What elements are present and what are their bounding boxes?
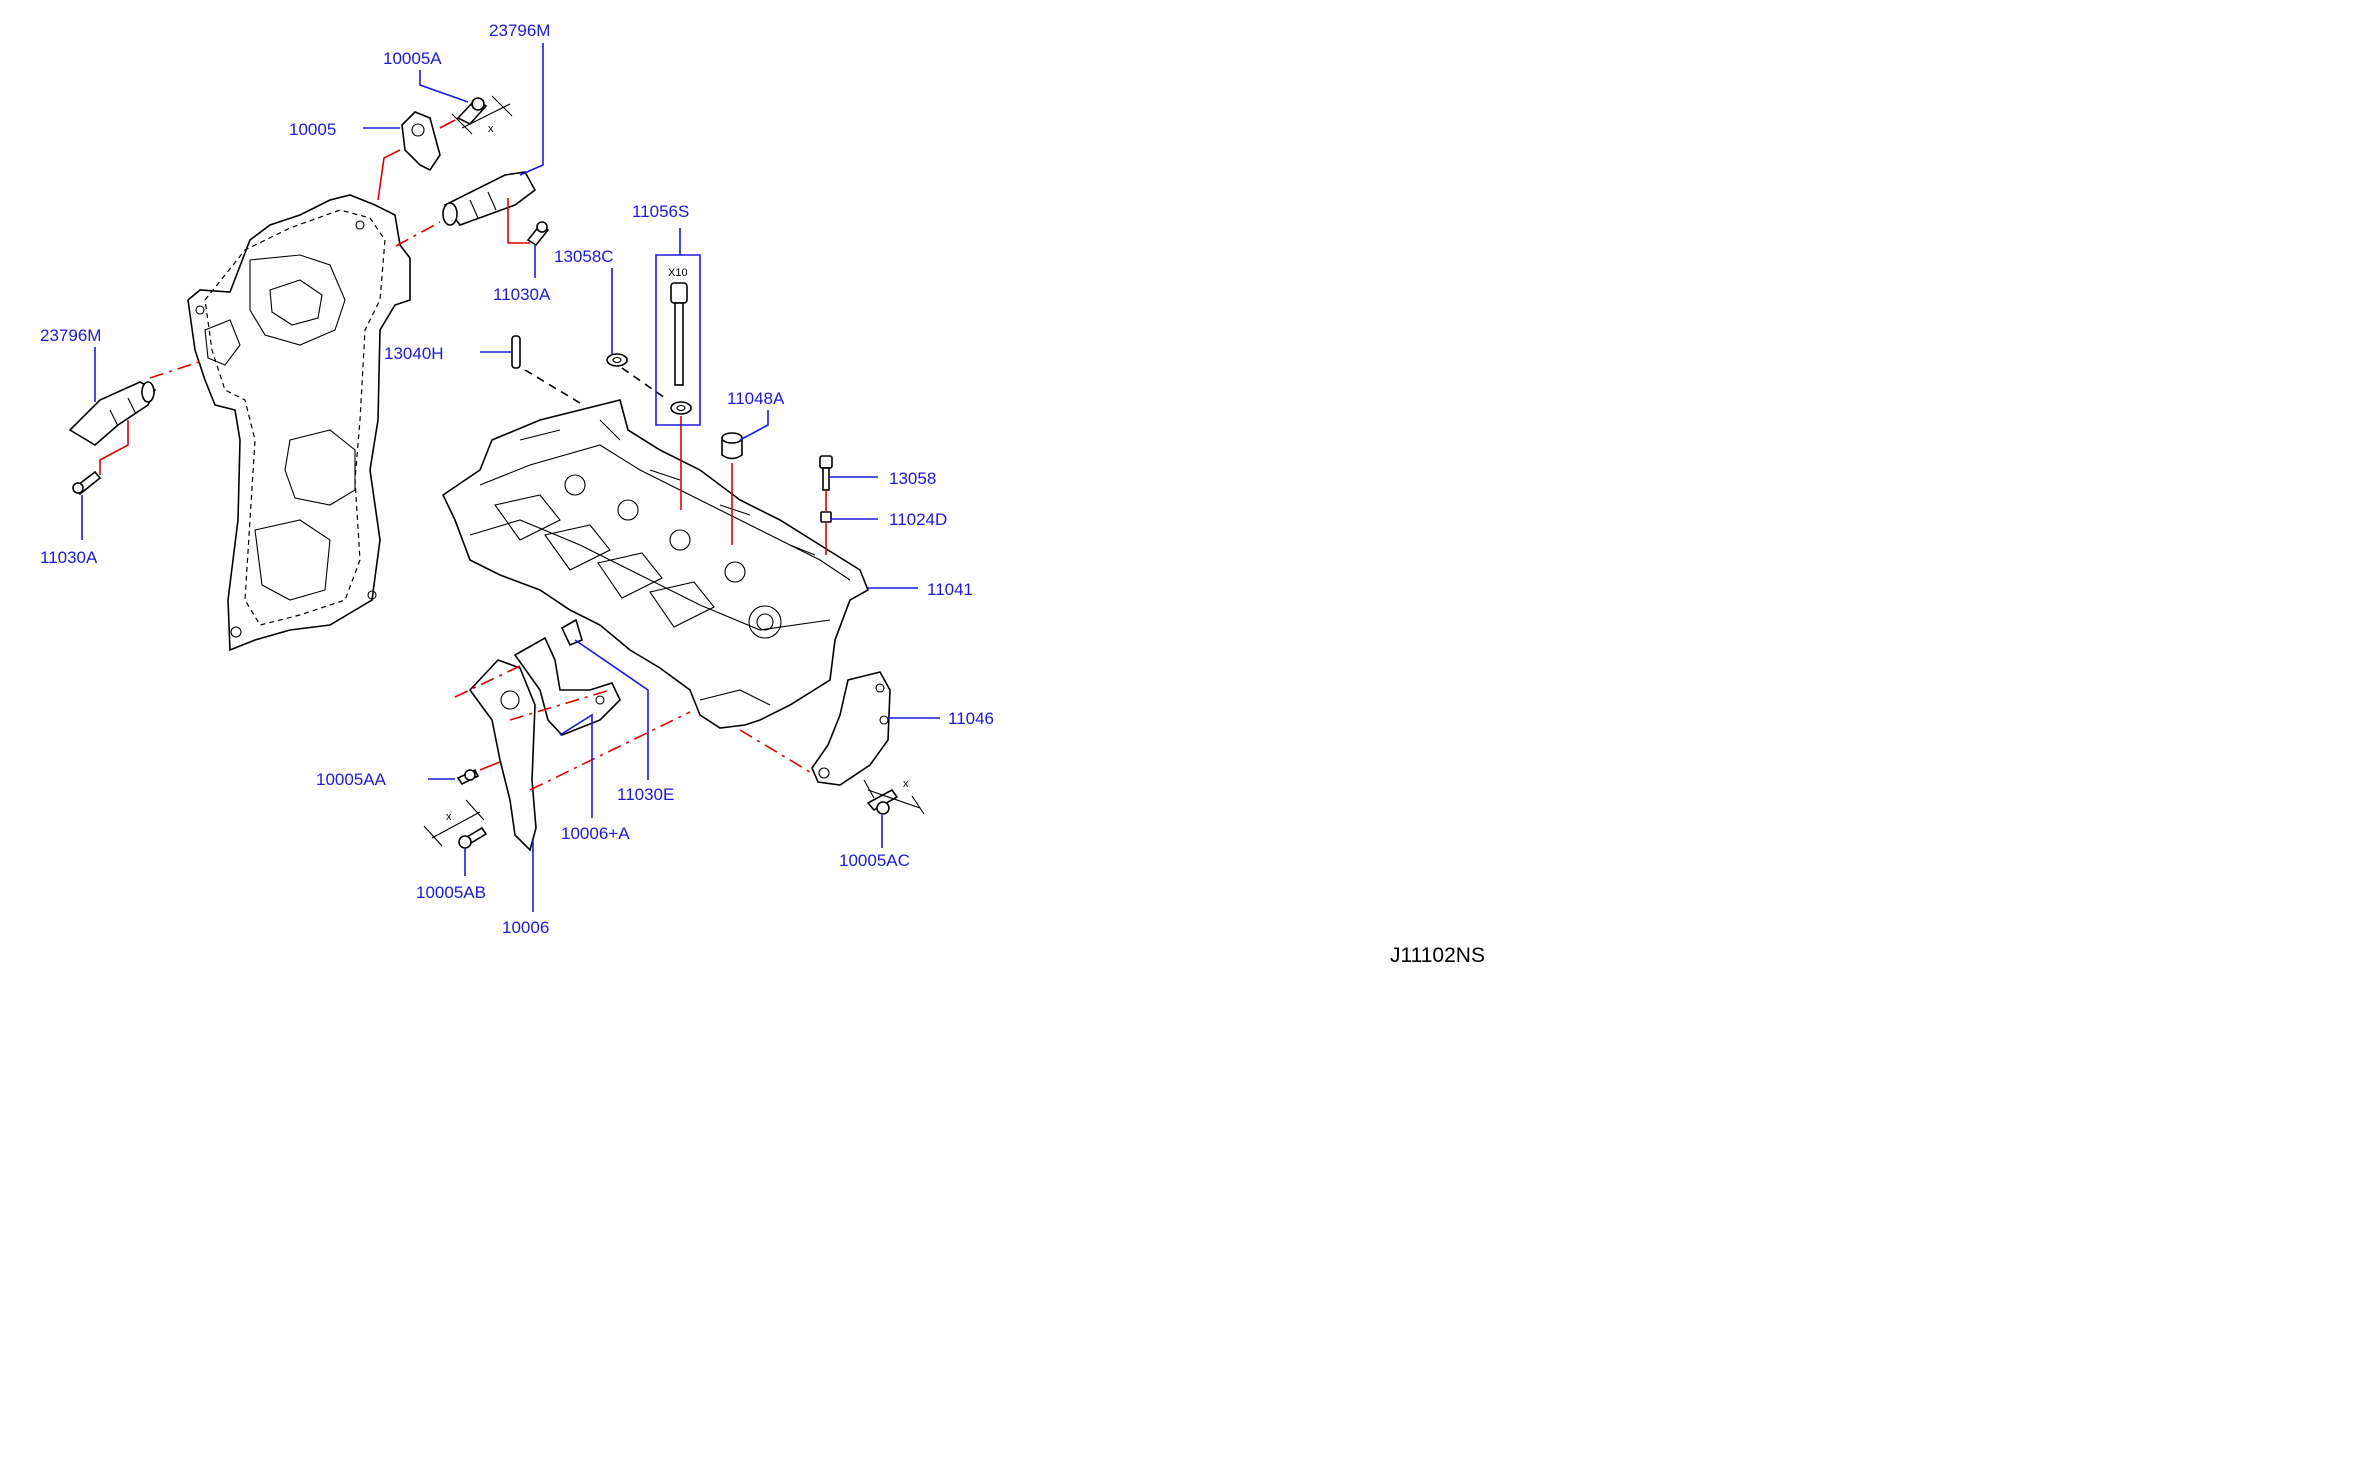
solenoid-left-drawing [68,381,157,446]
bolt-11030a-top-drawing [526,221,550,247]
washer-13058c-drawing [606,353,628,367]
bolt-10005a-drawing [456,97,488,125]
front-cover-drawing [187,194,411,652]
bolt-10005aa-drawing [456,768,480,786]
parts-diagram: 23796M 10005A 10005 11030A 11056S 13058C… [40,21,1485,967]
callout-11030a-left: 11030A [40,548,98,567]
callout-10005ac: 10005AC [839,851,910,870]
dowel-13040h-drawing [511,335,521,369]
callout-11041: 11041 [927,580,973,599]
bracket-11046-drawing [811,671,891,786]
bracket-10006-drawing [468,636,621,852]
callout-10005ab: 10005AB [416,883,486,902]
callout-13058c: 13058C [554,247,614,266]
callout-11024d: 11024D [889,510,947,529]
stud-13058-drawing [819,455,833,491]
bracket-10005-drawing [401,111,441,172]
diagram-reference-code: J11102NS [1390,944,1485,967]
bolt-10005ac-drawing [866,788,899,815]
bolt-10005ab-drawing [458,826,488,849]
plug-11048a-drawing [721,432,743,460]
bolt-11030e-drawing [560,618,583,647]
dimension-mark-bottom-left: x [446,811,452,823]
callout-23796m-left: 23796M [40,326,101,345]
nut-11024d-drawing [820,511,832,523]
assembly-lines [99,119,827,791]
cylinder-head-drawing [441,399,870,729]
callout-11056s: 11056S [632,202,689,221]
dimension-mark-top: x [488,123,494,135]
leader-lines [81,43,940,912]
bolt-11056s-drawing [670,282,692,415]
quantity-note: X10 [668,267,688,279]
callout-10005a: 10005A [383,49,442,68]
dimension-mark-bottom-right: x [903,778,909,790]
bolt-11030a-left-drawing [72,470,102,496]
dimension-marks [423,95,925,847]
callout-23796m-top: 23796M [489,21,550,40]
callout-11030a-top: 11030A [493,285,551,304]
callout-10005: 10005 [289,120,336,139]
callout-13040h: 13040H [384,344,444,363]
callout-13058: 13058 [889,469,936,488]
callout-11030e: 11030E [617,785,674,804]
callout-11046: 11046 [948,709,994,728]
solenoid-top-drawing [442,171,537,226]
callout-10005aa: 10005AA [316,770,387,789]
callout-11048a: 11048A [727,389,785,408]
callout-10006: 10006 [502,918,549,937]
callout-10006a: 10006+A [561,824,630,843]
